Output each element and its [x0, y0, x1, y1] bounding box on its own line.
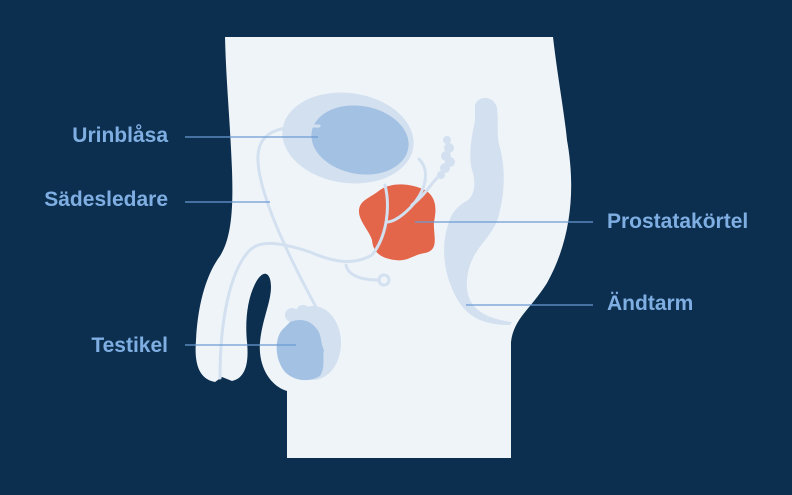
seminal-vesicle — [437, 136, 455, 179]
label-vas-deferens: Sädesledare — [44, 188, 168, 211]
leader-lines — [185, 136, 593, 346]
label-prostate: Prostatakörtel — [607, 210, 749, 233]
ducts — [218, 124, 439, 380]
label-rectum: Ändtarm — [607, 292, 694, 315]
testicle — [276, 320, 324, 381]
epididymis-head — [285, 305, 322, 322]
label-bladder: Urinblåsa — [72, 124, 168, 147]
rectum — [444, 97, 512, 325]
label-testicle: Testikel — [91, 334, 168, 357]
bladder — [311, 105, 409, 175]
